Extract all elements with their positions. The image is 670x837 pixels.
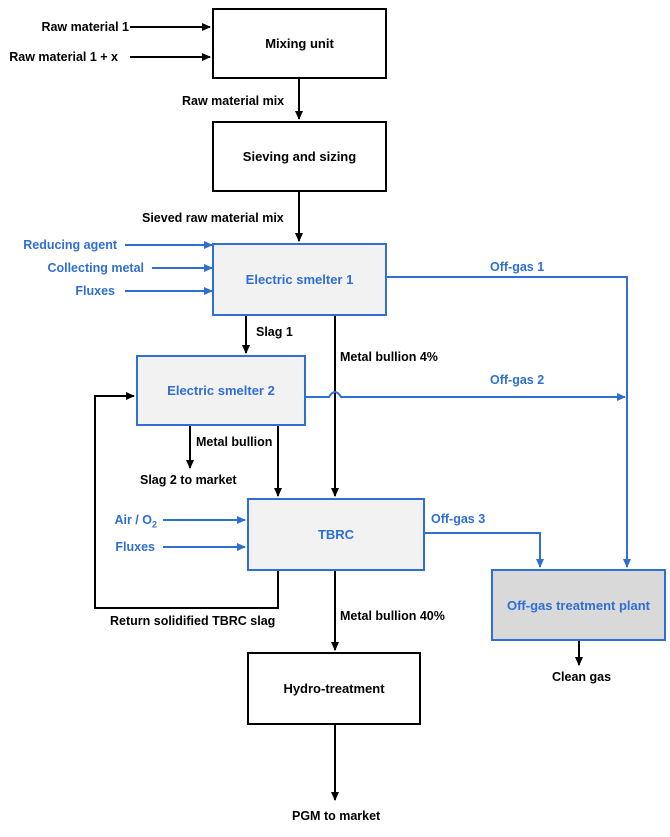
offgas-1-label: Off-gas 1 <box>490 260 545 274</box>
hydro-treatment-label: Hydro-treatment <box>283 681 385 696</box>
mixing-unit-box: Mixing unit <box>212 8 387 79</box>
slag-2-market-label: Slag 2 to market <box>140 473 237 487</box>
raw-material-mix-label: Raw material mix <box>182 94 285 108</box>
offgas-2-label: Off-gas 2 <box>490 373 545 387</box>
tbrc-label: TBRC <box>317 527 355 542</box>
raw-material-1-label: Raw material 1 <box>41 20 129 34</box>
electric-smelter-1-label: Electric smelter 1 <box>245 272 354 287</box>
arrow-return-slag <box>94 392 279 609</box>
raw-material-1x-label: Raw material 1 + x <box>9 50 118 64</box>
offgas-treatment-plant-label: Off-gas treatment plant <box>506 597 650 613</box>
hydro-treatment-box: Hydro-treatment <box>247 652 421 725</box>
pgm-market-label: PGM to market <box>292 809 381 823</box>
electric-smelter-1-box: Electric smelter 1 <box>212 243 387 316</box>
arrow-offgas-2 <box>305 391 626 401</box>
air-o2-subscript: 2 <box>151 519 157 530</box>
offgas-treatment-plant-box: Off-gas treatment plant <box>491 569 666 641</box>
return-slag-label: Return solidified TBRC slag <box>110 614 276 628</box>
mixing-unit-label: Mixing unit <box>265 36 334 51</box>
metal-bullion-4-label: Metal bullion 4% <box>340 350 438 364</box>
reducing-agent-label: Reducing agent <box>23 238 117 252</box>
arrow-offgas-3 <box>425 532 544 568</box>
electric-smelter-2-box: Electric smelter 2 <box>136 355 306 426</box>
clean-gas-label: Clean gas <box>552 670 612 684</box>
sieving-sizing-box: Sieving and sizing <box>212 121 387 192</box>
arrow-offgas-1 <box>387 276 631 568</box>
sieved-mix-label: Sieved raw material mix <box>142 211 284 225</box>
fluxes-2-label: Fluxes <box>115 540 155 554</box>
metal-bullion-label: Metal bullion <box>196 435 273 449</box>
electric-smelter-2-label: Electric smelter 2 <box>167 383 275 398</box>
sieving-sizing-label: Sieving and sizing <box>242 149 357 164</box>
collecting-metal-label: Collecting metal <box>47 261 144 275</box>
air-o2-label: Air / O2 <box>114 514 157 530</box>
slag-1-label: Slag 1 <box>256 325 293 339</box>
air-o2-text: Air / O <box>114 513 152 527</box>
fluxes-1-label: Fluxes <box>75 284 115 298</box>
offgas-3-label: Off-gas 3 <box>431 512 486 526</box>
metal-bullion-40-label: Metal bullion 40% <box>340 609 445 623</box>
tbrc-box: TBRC <box>247 498 425 571</box>
